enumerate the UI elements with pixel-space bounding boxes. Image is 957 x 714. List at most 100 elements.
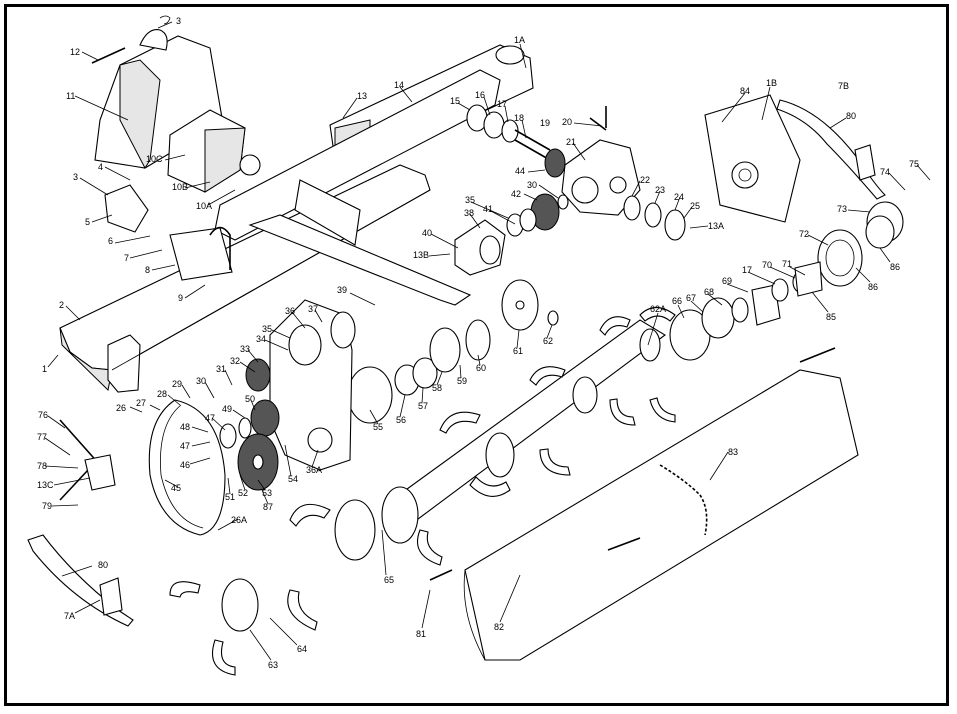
part-label-41: 41 [483, 204, 493, 214]
gearbox-cover [167, 109, 261, 193]
bolt-parts [429, 106, 836, 581]
part-label-71: 71 [782, 259, 792, 269]
part-label-15: 15 [450, 96, 460, 106]
part-label-35-upper: 35 [465, 195, 475, 205]
part-label-50: 50 [245, 394, 255, 404]
part-label-61: 61 [513, 346, 523, 356]
part-label-78: 78 [37, 461, 47, 471]
part-label-10B: 10B [172, 182, 188, 192]
part-label-23: 23 [655, 185, 665, 195]
part-label-51: 51 [225, 492, 235, 502]
part-label-20: 20 [562, 117, 572, 127]
part-label-64: 64 [297, 644, 307, 654]
part-label-3: 3 [176, 16, 181, 26]
shield-chain [659, 464, 708, 536]
part-label-79: 79 [42, 501, 52, 511]
part-label-18: 18 [514, 113, 524, 123]
part-label-29: 29 [172, 379, 182, 389]
part-label-28: 28 [157, 389, 167, 399]
tine-rotor [221, 319, 666, 632]
part-label-72: 72 [799, 229, 809, 239]
part-label-70: 70 [762, 260, 772, 270]
part-label-60: 60 [476, 363, 486, 373]
part-label-47-a: 47 [205, 413, 215, 423]
part-label-86-b: 86 [868, 282, 878, 292]
part-label-39: 39 [337, 285, 347, 295]
part-label-53: 53 [262, 488, 272, 498]
part-label-58: 58 [432, 383, 442, 393]
part-label-55: 55 [373, 422, 383, 432]
part-label-35: 35 [262, 324, 272, 334]
part-label-1: 1 [42, 364, 47, 374]
part-label-10C: 10C [146, 154, 163, 164]
part-label-66: 66 [672, 296, 682, 306]
part-label-10A: 10A [196, 201, 212, 211]
part-label-84: 84 [740, 86, 750, 96]
input-gearbox [561, 139, 686, 241]
part-label-21: 21 [566, 137, 576, 147]
shaft-bearings-upper [466, 104, 569, 231]
part-label-4: 4 [98, 162, 103, 172]
left-flange-stack [347, 279, 559, 424]
part-label-80-right: 80 [846, 111, 856, 121]
part-label-31: 31 [216, 364, 226, 374]
lower-beam [214, 69, 501, 306]
part-label-74: 74 [880, 167, 890, 177]
part-label-42: 42 [511, 189, 521, 199]
part-label-13: 13 [357, 91, 367, 101]
part-label-67: 67 [686, 293, 696, 303]
part-label-32: 32 [230, 356, 240, 366]
part-label-75: 75 [909, 159, 919, 169]
part-label-47-b: 47 [180, 441, 190, 451]
part-label-37: 37 [308, 304, 318, 314]
part-label-69: 69 [722, 276, 732, 286]
part-label-16: 16 [475, 90, 485, 100]
part-label-83: 83 [728, 447, 738, 457]
part-label-26: 26 [116, 403, 126, 413]
part-label-1A: 1A [514, 35, 525, 45]
part-label-56: 56 [396, 415, 406, 425]
tine-blades [169, 306, 676, 676]
part-label-54: 54 [288, 474, 298, 484]
part-label-7: 7 [124, 253, 129, 263]
part-label-14: 14 [394, 80, 404, 90]
part-label-30-upper: 30 [527, 180, 537, 190]
part-label-3-left: 3 [73, 172, 78, 182]
shaft-hub-38 [454, 208, 537, 276]
part-label-52: 52 [238, 488, 248, 498]
part-label-68: 68 [704, 287, 714, 297]
part-label-86-a: 86 [890, 262, 900, 272]
part-label-33: 33 [240, 344, 250, 354]
part-labels: 3 12 11 1A 14 13 15 16 17 18 19 20 21 84… [37, 16, 919, 670]
skid-left [27, 469, 134, 627]
part-label-8: 8 [145, 265, 150, 275]
part-label-13A: 13A [708, 221, 724, 231]
part-label-36: 36 [285, 306, 295, 316]
part-label-44: 44 [515, 166, 525, 176]
part-label-1B: 1B [766, 78, 777, 88]
right-bearing-cover [817, 201, 904, 287]
part-label-59: 59 [457, 376, 467, 386]
gear-plate [269, 299, 356, 471]
part-label-11: 11 [66, 91, 75, 101]
part-label-73: 73 [837, 204, 847, 214]
part-label-5: 5 [85, 217, 90, 227]
hitch-bracket-left [104, 184, 233, 281]
drive-gears [219, 358, 280, 491]
part-label-87: 87 [263, 502, 273, 512]
part-label-65: 65 [384, 575, 394, 585]
part-label-27: 27 [136, 398, 146, 408]
part-label-45: 45 [171, 483, 181, 493]
part-label-13B: 13B [413, 250, 429, 260]
part-label-80-left: 80 [98, 560, 108, 570]
part-label-62A: 62A [650, 304, 666, 314]
part-label-17: 17 [497, 99, 507, 109]
part-label-46: 46 [180, 460, 190, 470]
side-gear-cover [148, 399, 226, 536]
depth-lever-left [59, 419, 116, 491]
part-label-40: 40 [422, 228, 432, 238]
part-label-7B: 7B [838, 81, 849, 91]
part-label-13C: 13C [37, 480, 54, 490]
part-label-7A: 7A [64, 611, 75, 621]
